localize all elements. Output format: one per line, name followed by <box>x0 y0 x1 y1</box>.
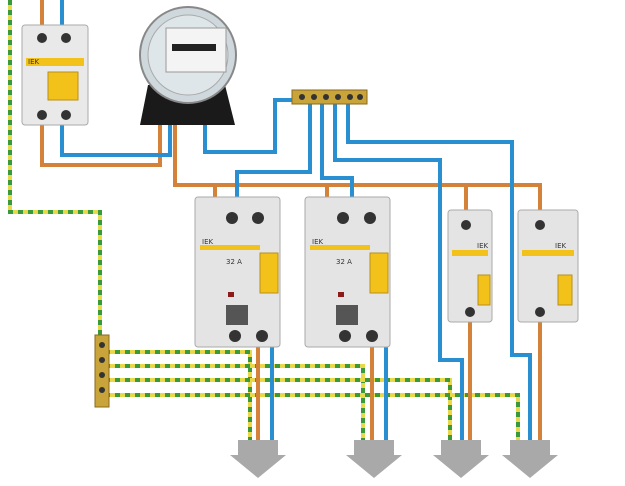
earth-bus-bar <box>94 334 110 408</box>
brand-label: IEK <box>555 242 566 250</box>
rcd-1: IEK 32 A <box>194 196 281 348</box>
neutral-bus-bar <box>291 89 368 105</box>
arrow-down-icon <box>346 440 402 478</box>
arrow-down-icon <box>230 440 286 478</box>
arrow-down-icon <box>502 440 558 478</box>
brand-label: IEK <box>202 238 213 246</box>
branch-breaker-2: IEK <box>517 209 579 323</box>
rcd-2: IEK 32 A <box>304 196 391 348</box>
arrow-down-icon <box>433 440 489 478</box>
brand-label: IEK <box>28 58 39 66</box>
brand-label: IEK <box>312 238 323 246</box>
main-circuit-breaker: IEK <box>21 24 89 126</box>
branch-breaker-1: IEK <box>447 209 493 323</box>
rating-label: 32 A <box>336 258 352 266</box>
brand-label: IEK <box>477 242 488 250</box>
electricity-meter <box>139 6 237 125</box>
earth-wires <box>8 0 520 445</box>
output-arrows <box>230 440 558 478</box>
rating-label: 32 A <box>226 258 242 266</box>
